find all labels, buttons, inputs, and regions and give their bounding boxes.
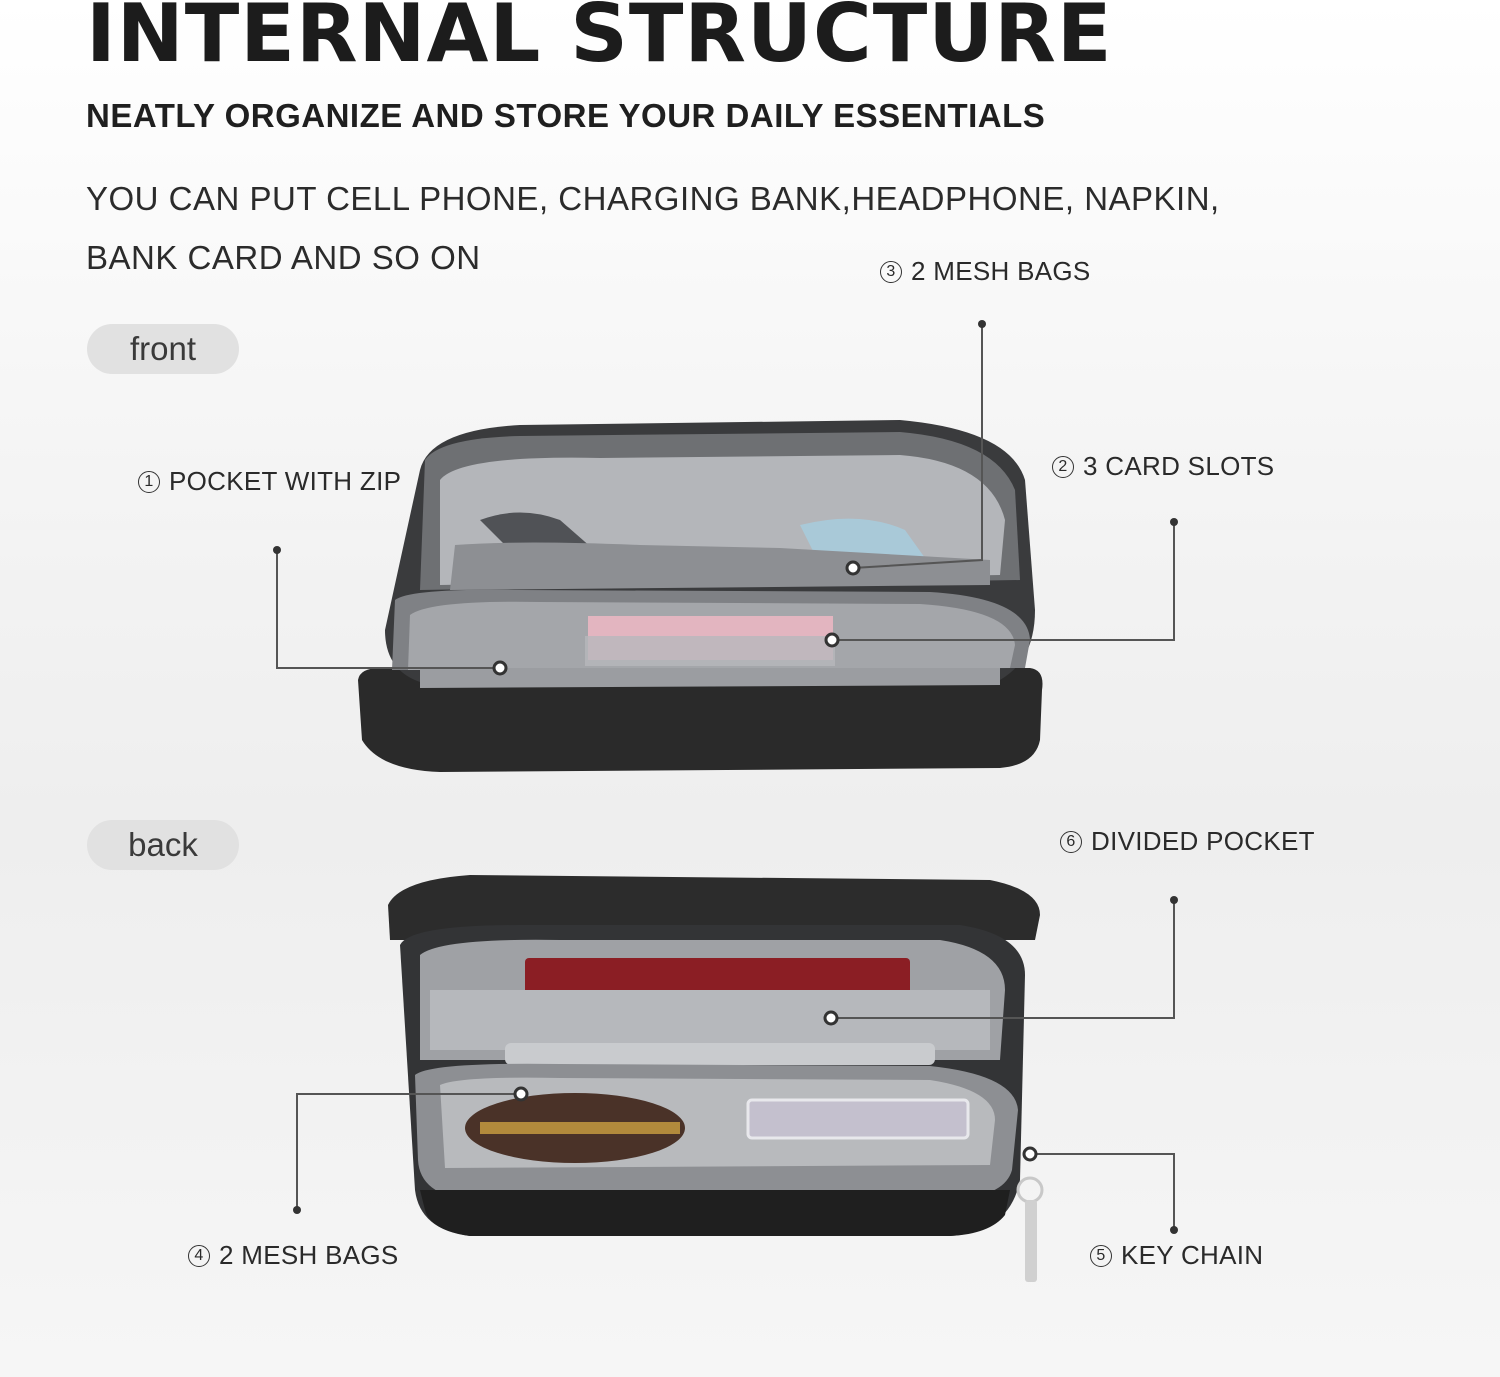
- callout-number: 4: [188, 1244, 210, 1267]
- callout-label: 2 MESH BAGS: [219, 1240, 399, 1270]
- callout-label: KEY CHAIN: [1121, 1240, 1264, 1270]
- callout-number: 6: [1060, 830, 1082, 853]
- leader-dots: [273, 320, 1178, 1234]
- callout-mesh-bags-back: 4 2 MESH BAGS: [188, 1240, 399, 1271]
- front-view-label: front: [87, 324, 239, 374]
- back-view-label: back: [87, 820, 239, 870]
- callout-label: DIVIDED POCKET: [1091, 826, 1315, 856]
- callout-key-chain: 5 KEY CHAIN: [1090, 1240, 1263, 1271]
- callout-pocket-with-zip: 1 POCKET WITH ZIP: [138, 466, 401, 497]
- callout-divided-pocket: 6 DIVIDED POCKET: [1060, 826, 1315, 857]
- callout-card-slots: 2 3 CARD SLOTS: [1052, 451, 1274, 482]
- callout-label: 3 CARD SLOTS: [1083, 451, 1275, 481]
- callout-number: 1: [138, 470, 160, 493]
- callout-number: 5: [1090, 1244, 1112, 1267]
- page-subtitle: NEATLY ORGANIZE AND STORE YOUR DAILY ESS…: [86, 97, 1046, 134]
- callout-number: 2: [1052, 455, 1074, 478]
- description-line-1: YOU CAN PUT CELL PHONE, CHARGING BANK,HE…: [86, 180, 1220, 217]
- callout-mesh-bags-front: 3 2 MESH BAGS: [880, 256, 1091, 287]
- callout-number: 3: [880, 260, 902, 283]
- callout-label: POCKET WITH ZIP: [169, 466, 402, 496]
- back-bag-image: [388, 875, 1044, 1282]
- front-bag-image: [358, 420, 1043, 772]
- leader-lines: [276, 324, 1175, 1230]
- page-title: INTERNAL STRUCTURE: [86, 0, 1113, 80]
- callout-label: 2 MESH BAGS: [911, 256, 1091, 286]
- description-line-2: BANK CARD AND SO ON: [86, 239, 481, 276]
